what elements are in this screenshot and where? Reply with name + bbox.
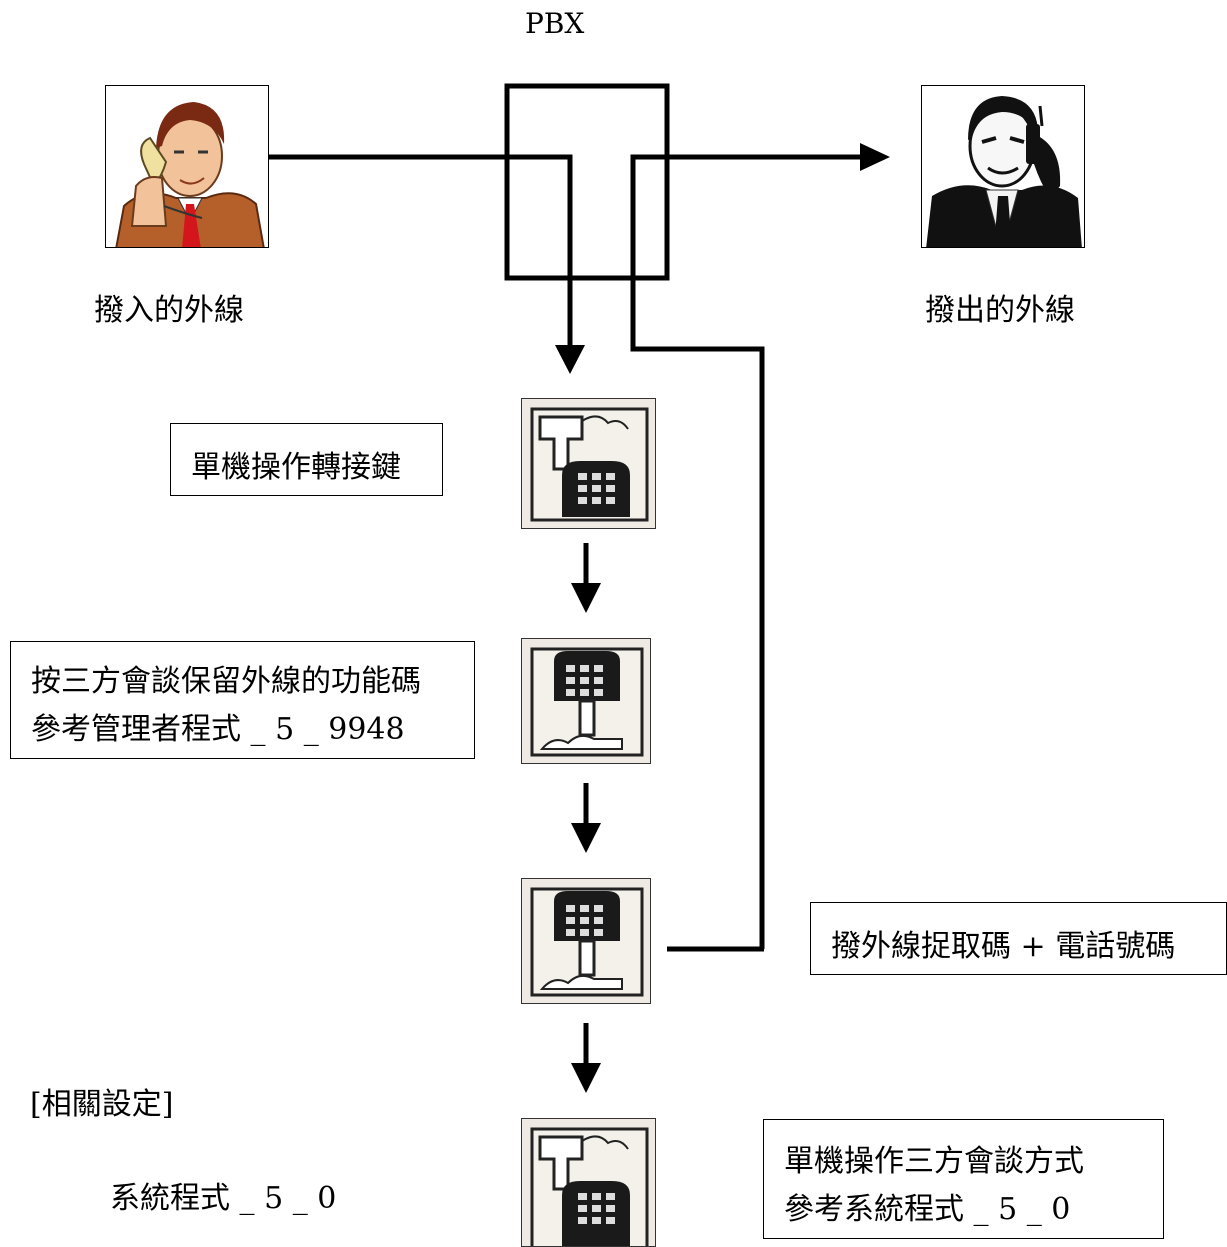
step2-box: 按三方會談保留外線的功能碼 參考管理者程式 _ 5 _ 9948 xyxy=(10,641,475,759)
phone-step4 xyxy=(521,1118,656,1247)
related-settings-title: [相關設定] xyxy=(30,1087,174,1122)
incoming-person-frame xyxy=(105,85,269,248)
step4-box: 單機操作三方會談方式 參考系統程式 _ 5 _ 0 xyxy=(763,1119,1164,1239)
dial-box: 撥外線捉取碼 + 電話號碼 xyxy=(810,902,1227,975)
outgoing-line xyxy=(630,154,862,949)
pbx-box xyxy=(504,83,670,281)
incoming-line xyxy=(268,154,573,345)
step1-text: 單機操作轉接鍵 xyxy=(191,450,401,485)
related-settings-value: 系統程式 _ 5 _ 0 xyxy=(110,1181,337,1216)
step1-box: 單機操作轉接鍵 xyxy=(170,423,443,496)
step-arrowhead-1 xyxy=(571,583,601,613)
incoming-line-label: 撥入的外線 xyxy=(94,293,244,328)
man-with-handset-icon xyxy=(106,86,268,247)
step-arrowhead-2 xyxy=(571,823,601,853)
phone-step3 xyxy=(521,878,651,1004)
outgoing-arrowhead xyxy=(860,143,890,171)
outgoing-line-label: 撥出的外線 xyxy=(925,293,1075,328)
telephone-handset-up-icon xyxy=(530,1127,649,1246)
dial-text: 撥外線捉取碼 + 電話號碼 xyxy=(831,929,1176,964)
pbx-label: PBX xyxy=(525,7,585,40)
telephone-handset-down-icon xyxy=(530,647,644,757)
step2-text-line1: 按三方會談保留外線的功能碼 xyxy=(31,664,421,699)
incoming-arrowhead xyxy=(555,345,585,374)
step-arrowhead-3 xyxy=(571,1063,601,1093)
phone-step1 xyxy=(521,398,656,529)
telephone-handset-down-icon xyxy=(530,887,644,997)
step2-text-line2: 參考管理者程式 _ 5 _ 9948 xyxy=(31,712,405,747)
step4-text-line1: 單機操作三方會談方式 xyxy=(784,1144,1084,1179)
step4-text-line2: 參考系統程式 _ 5 _ 0 xyxy=(784,1192,1071,1227)
man-on-cellphone-icon xyxy=(922,86,1084,247)
telephone-handset-up-icon xyxy=(530,407,649,522)
phone-step2 xyxy=(521,638,651,764)
outgoing-person-frame xyxy=(921,85,1085,248)
